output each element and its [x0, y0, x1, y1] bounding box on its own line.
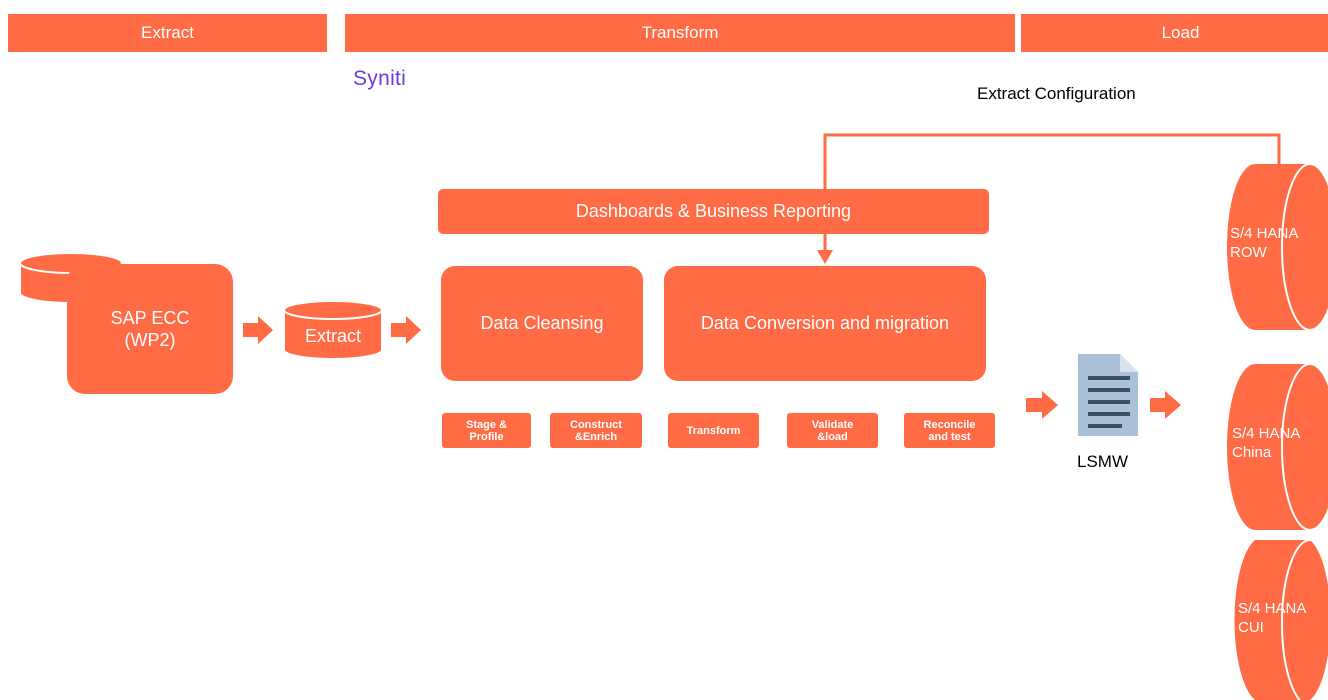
syniti-logo: Syniti	[353, 67, 407, 90]
extract-configuration-arrowhead	[817, 250, 833, 264]
data-cleansing-label: Data Cleansing	[480, 313, 604, 333]
phase-extract-label: Extract	[141, 23, 194, 42]
step-stage-profile: Stage & Profile	[442, 413, 531, 448]
target-china-label: S/4 HANA China	[1232, 425, 1301, 461]
dashboards-label: Dashboards & Business Reporting	[575, 201, 852, 221]
target-cui-label: S/4 HANA CUI	[1238, 600, 1307, 636]
step-construct-enrich: Construct &Enrich	[550, 413, 642, 448]
arrow-lsmw-to-targets	[1150, 391, 1181, 419]
phase-extract-header: Extract	[8, 14, 327, 52]
arrow-to-lsmw	[1026, 391, 1058, 419]
phase-transform-header: Transform	[345, 14, 1015, 52]
step-validate-load: Validate &load	[787, 413, 878, 448]
phase-load-header: Load	[1021, 14, 1328, 52]
data-conversion-box: Data Conversion and migration	[664, 266, 986, 381]
extract-database-label: Extract	[304, 326, 361, 346]
arrow-sap-to-extract	[243, 316, 273, 344]
target-row-label: S/4 HANA ROW	[1230, 225, 1299, 261]
lsmw-label: LSMW	[1077, 452, 1128, 471]
data-conversion-label: Data Conversion and migration	[700, 313, 950, 333]
phase-transform-label: Transform	[641, 23, 719, 42]
target-cylinder-row	[1227, 163, 1328, 331]
lsmw-document-icon	[1078, 354, 1138, 436]
target-cylinder-china	[1227, 363, 1328, 531]
sap-ecc-box: SAP ECC (WP2)	[67, 264, 233, 394]
data-cleansing-box: Data Cleansing	[441, 266, 643, 381]
dashboards-bar: Dashboards & Business Reporting	[438, 189, 989, 234]
step-transform: Transform	[668, 413, 759, 448]
arrow-extract-to-cleansing	[391, 316, 421, 344]
phase-load-label: Load	[1161, 23, 1200, 42]
step-reconcile-test: Reconcile and test	[904, 413, 995, 448]
sap-ecc-label: SAP ECC (WP2)	[110, 308, 190, 350]
extract-database-cylinder	[283, 300, 383, 360]
extract-configuration-label: Extract Configuration	[977, 84, 1136, 103]
target-cylinder-cui	[1234, 539, 1328, 700]
